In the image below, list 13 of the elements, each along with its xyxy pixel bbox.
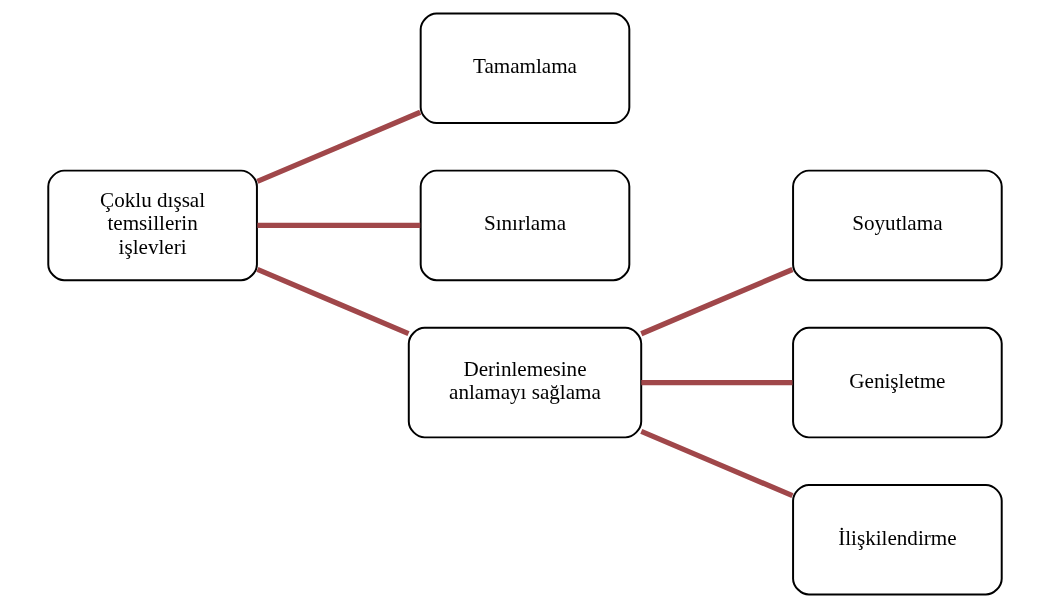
node-box: Derinlemesine anlamayı sağlama: [407, 326, 642, 439]
node-box: Soyutlama: [791, 169, 1003, 282]
connector: [639, 267, 793, 337]
connector: [255, 109, 421, 184]
connector: [640, 379, 792, 386]
connector: [639, 429, 793, 499]
node-box: Çoklu dışsal temsillerin işlevleri: [46, 169, 258, 282]
node-box: İlişkilendirme: [791, 483, 1003, 596]
connector: [255, 267, 410, 337]
connector: [256, 222, 420, 229]
node-box: Tamamlama: [419, 12, 630, 125]
node-box: Sınırlama: [419, 169, 630, 282]
node-box: Genişletme: [791, 326, 1003, 439]
